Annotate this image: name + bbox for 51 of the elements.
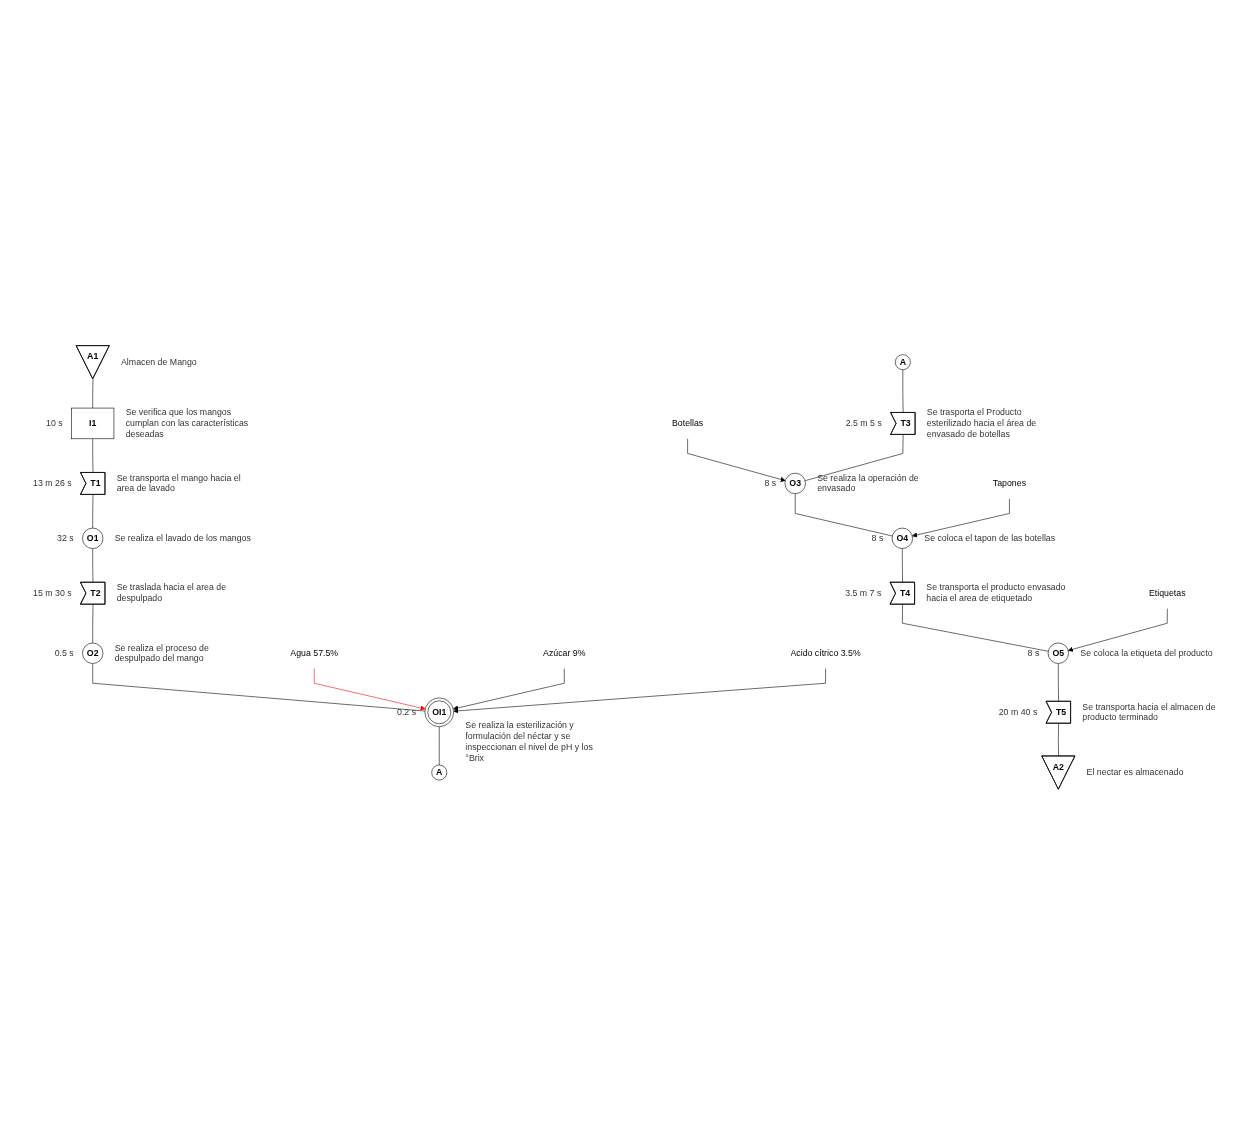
step-description: Se realiza el lavado de los mangos <box>114 532 251 544</box>
step-description: Se coloca la etiqueta del producto <box>1080 647 1213 659</box>
step-description: Se realiza la operación de envasado <box>817 472 920 495</box>
node-text: Etiquetas <box>1148 587 1186 598</box>
node-circle: O3 <box>784 473 806 495</box>
time-label: 2.5 m 5 s <box>845 418 882 430</box>
step-description: Se verifica que los mangos cumplan con las características deseadas <box>125 407 250 440</box>
time-label: 8 s <box>871 532 884 544</box>
node-circle: O1 <box>82 527 104 549</box>
connector <box>92 494 94 529</box>
time-label: 20 m 40 s <box>998 706 1038 718</box>
step-description: Se traslada hacia el area de despulpado <box>116 582 228 605</box>
time-label: 10 s <box>46 418 63 430</box>
step-description: Se realiza el proceso de despulpado del mango <box>114 642 210 665</box>
connector <box>902 604 1049 652</box>
step-description: Se transporta el mango hacia el area de lavado <box>116 472 242 495</box>
connector <box>1058 723 1059 757</box>
connector <box>92 548 94 583</box>
node-text: Tapones <box>992 478 1027 489</box>
time-label: 8 s <box>1027 647 1040 659</box>
connector <box>92 604 94 644</box>
step-description: Almacen de Mango <box>121 356 197 368</box>
connector <box>902 548 903 583</box>
node-text: Acido cítrico 3.5% <box>790 647 861 658</box>
time-label: 13 m 26 s <box>33 478 72 490</box>
node-box: I1 <box>71 407 115 440</box>
step-description: Se coloca el tapon de las botellas <box>924 532 1056 544</box>
time-label: 0.2 s <box>397 706 417 718</box>
connector <box>804 434 904 482</box>
node-text: Botellas <box>671 418 704 429</box>
connector <box>902 369 904 414</box>
connector <box>92 438 94 474</box>
step-description: Se realiza la esterilización y formulación del néctar y se inspeccionan el nivel de pH y los °Brix <box>465 719 594 764</box>
time-label: 32 s <box>57 532 74 544</box>
node-circle: O2 <box>82 642 104 664</box>
node-circle: O5 <box>1047 642 1069 664</box>
node-text: Azúcar 9% <box>543 647 586 658</box>
step-description: Se trasporta el Producto esterilizado hacia el área de envasado de botellas <box>926 407 1038 440</box>
time-label: 3.5 m 7 s <box>845 587 882 599</box>
node-circle: A <box>431 764 448 781</box>
step-description: Se transporta el producto envasado hacia el area de etiquetado <box>926 582 1067 605</box>
connector <box>92 378 94 409</box>
node-text: Agua 57.5% <box>290 647 339 658</box>
time-label: 0.5 s <box>54 647 74 659</box>
step-description: Se transporta hacia el almacen de producto terminado <box>1082 701 1217 724</box>
node-circle: O4 <box>891 527 913 549</box>
time-label: 15 m 30 s <box>33 587 72 599</box>
time-label: 8 s <box>764 478 777 490</box>
node-circle: A <box>895 354 911 371</box>
step-description: El nectar es almacenado <box>1086 767 1184 779</box>
connector <box>1058 663 1059 702</box>
